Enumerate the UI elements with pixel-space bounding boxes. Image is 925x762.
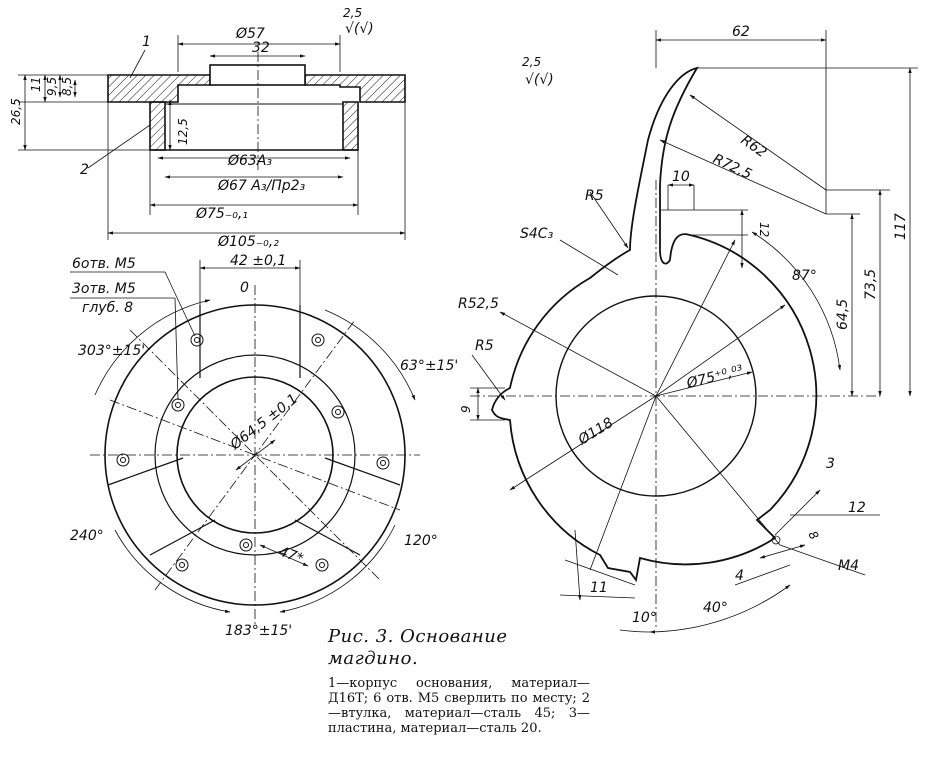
- center-boss: [209, 64, 306, 86]
- plan-view: 6отв. М5 3отв. М5 глуб. 8 42 ±0,1 0 303°…: [70, 253, 458, 639]
- part-label-3: 3: [826, 456, 835, 472]
- label-depth-8: глуб. 8: [82, 300, 133, 316]
- dim-h73-5: 73,5: [863, 269, 879, 300]
- dim-4: 4: [735, 568, 744, 584]
- dim-8: 8: [805, 529, 821, 543]
- dim-r52-5: R52,5: [458, 296, 499, 312]
- dim-d64-5: Ø64,5 ±0,1: [227, 391, 301, 454]
- angle-240: 240°: [70, 528, 104, 544]
- angle-63: 63°±15': [400, 358, 458, 374]
- roughness-right: 2,5: [522, 55, 541, 69]
- dim-32: 32: [252, 40, 270, 56]
- flange-left-hatched: [107, 74, 211, 103]
- flange-right-hatched: [304, 74, 406, 103]
- dim-47: 47*: [277, 544, 306, 568]
- dim-d105: Ø105₋₀,₂: [217, 234, 279, 250]
- dim-11: 11: [590, 580, 608, 596]
- plate-view: 62 R62 R72,5 10 R5 12 S4C₃ 87° R52,5 R5 …: [458, 24, 918, 634]
- angle-120: 120°: [404, 533, 438, 549]
- dim-h64-5: 64,5: [835, 299, 851, 330]
- angle-40: 40°: [703, 600, 728, 616]
- dim-d75: Ø75₋₀,₁: [195, 206, 248, 222]
- dim-d63: Ø63A₃: [227, 153, 272, 169]
- plate-outline: [491, 66, 818, 583]
- dim-h12-5: 12,5: [176, 118, 190, 145]
- dim-h9-5: 9,5: [45, 77, 59, 96]
- dim-d57: Ø57: [235, 26, 265, 42]
- dim-h117: 117: [893, 213, 909, 240]
- label-m4: M4: [838, 558, 859, 574]
- roughness-note-top: √(√): [345, 21, 374, 37]
- caption-title: Рис. 3. Основание магдино.: [328, 626, 508, 669]
- label-zero: 0: [240, 280, 249, 296]
- label-6-holes-m5: 6отв. М5: [72, 256, 136, 272]
- angle-183: 183°±15': [225, 623, 292, 639]
- dim-12-top: 12: [757, 222, 771, 237]
- part-label-2: 2: [80, 162, 89, 178]
- dim-10: 10: [672, 169, 690, 185]
- caption-body: 1—корпус основания, материал—Д16Т; 6 отв…: [328, 676, 590, 736]
- dim-d67: Ø67 A₃/Пр2₃: [217, 178, 306, 194]
- dim-42: 42 ±0,1: [230, 253, 286, 269]
- sleeve-left: [149, 101, 166, 151]
- dim-h8-5: 8,5: [60, 77, 74, 96]
- label-3-holes-m5: 3отв. М5: [72, 281, 136, 297]
- figure-caption: Рис. 3. Основание магдино. 1—корпус осно…: [328, 626, 590, 736]
- dim-62: 62: [732, 24, 750, 40]
- sleeve-right: [342, 101, 359, 151]
- section-view: Ø57 32 1 2 Ø63A₃ Ø67 A₃/Пр2₃ Ø75₋₀,₁ Ø10…: [9, 6, 406, 250]
- label-s4: S4C₃: [520, 226, 554, 242]
- dim-d75: Ø75⁺⁰,⁰³: [684, 362, 745, 392]
- roughness-top: 2,5: [343, 6, 362, 20]
- dim-r72-5: R72,5: [710, 151, 754, 183]
- dim-r62: R62: [738, 132, 770, 161]
- dim-r5-top: R5: [585, 188, 604, 204]
- dim-h11: 11: [29, 77, 43, 92]
- angle-87: 87°: [792, 268, 817, 284]
- dim-9: 9: [459, 405, 473, 413]
- angle-10: 10°: [632, 610, 657, 626]
- dim-h26-5: 26,5: [9, 98, 23, 125]
- angle-303: 303°±15': [78, 343, 145, 359]
- part-label-1: 1: [142, 34, 151, 50]
- dim-d118: Ø118: [575, 415, 616, 449]
- roughness-note-right: √(√): [525, 72, 554, 88]
- mounting-holes: [116, 333, 390, 572]
- dim-r5-left: R5: [475, 338, 494, 354]
- dim-12-bottom: 12: [848, 500, 866, 516]
